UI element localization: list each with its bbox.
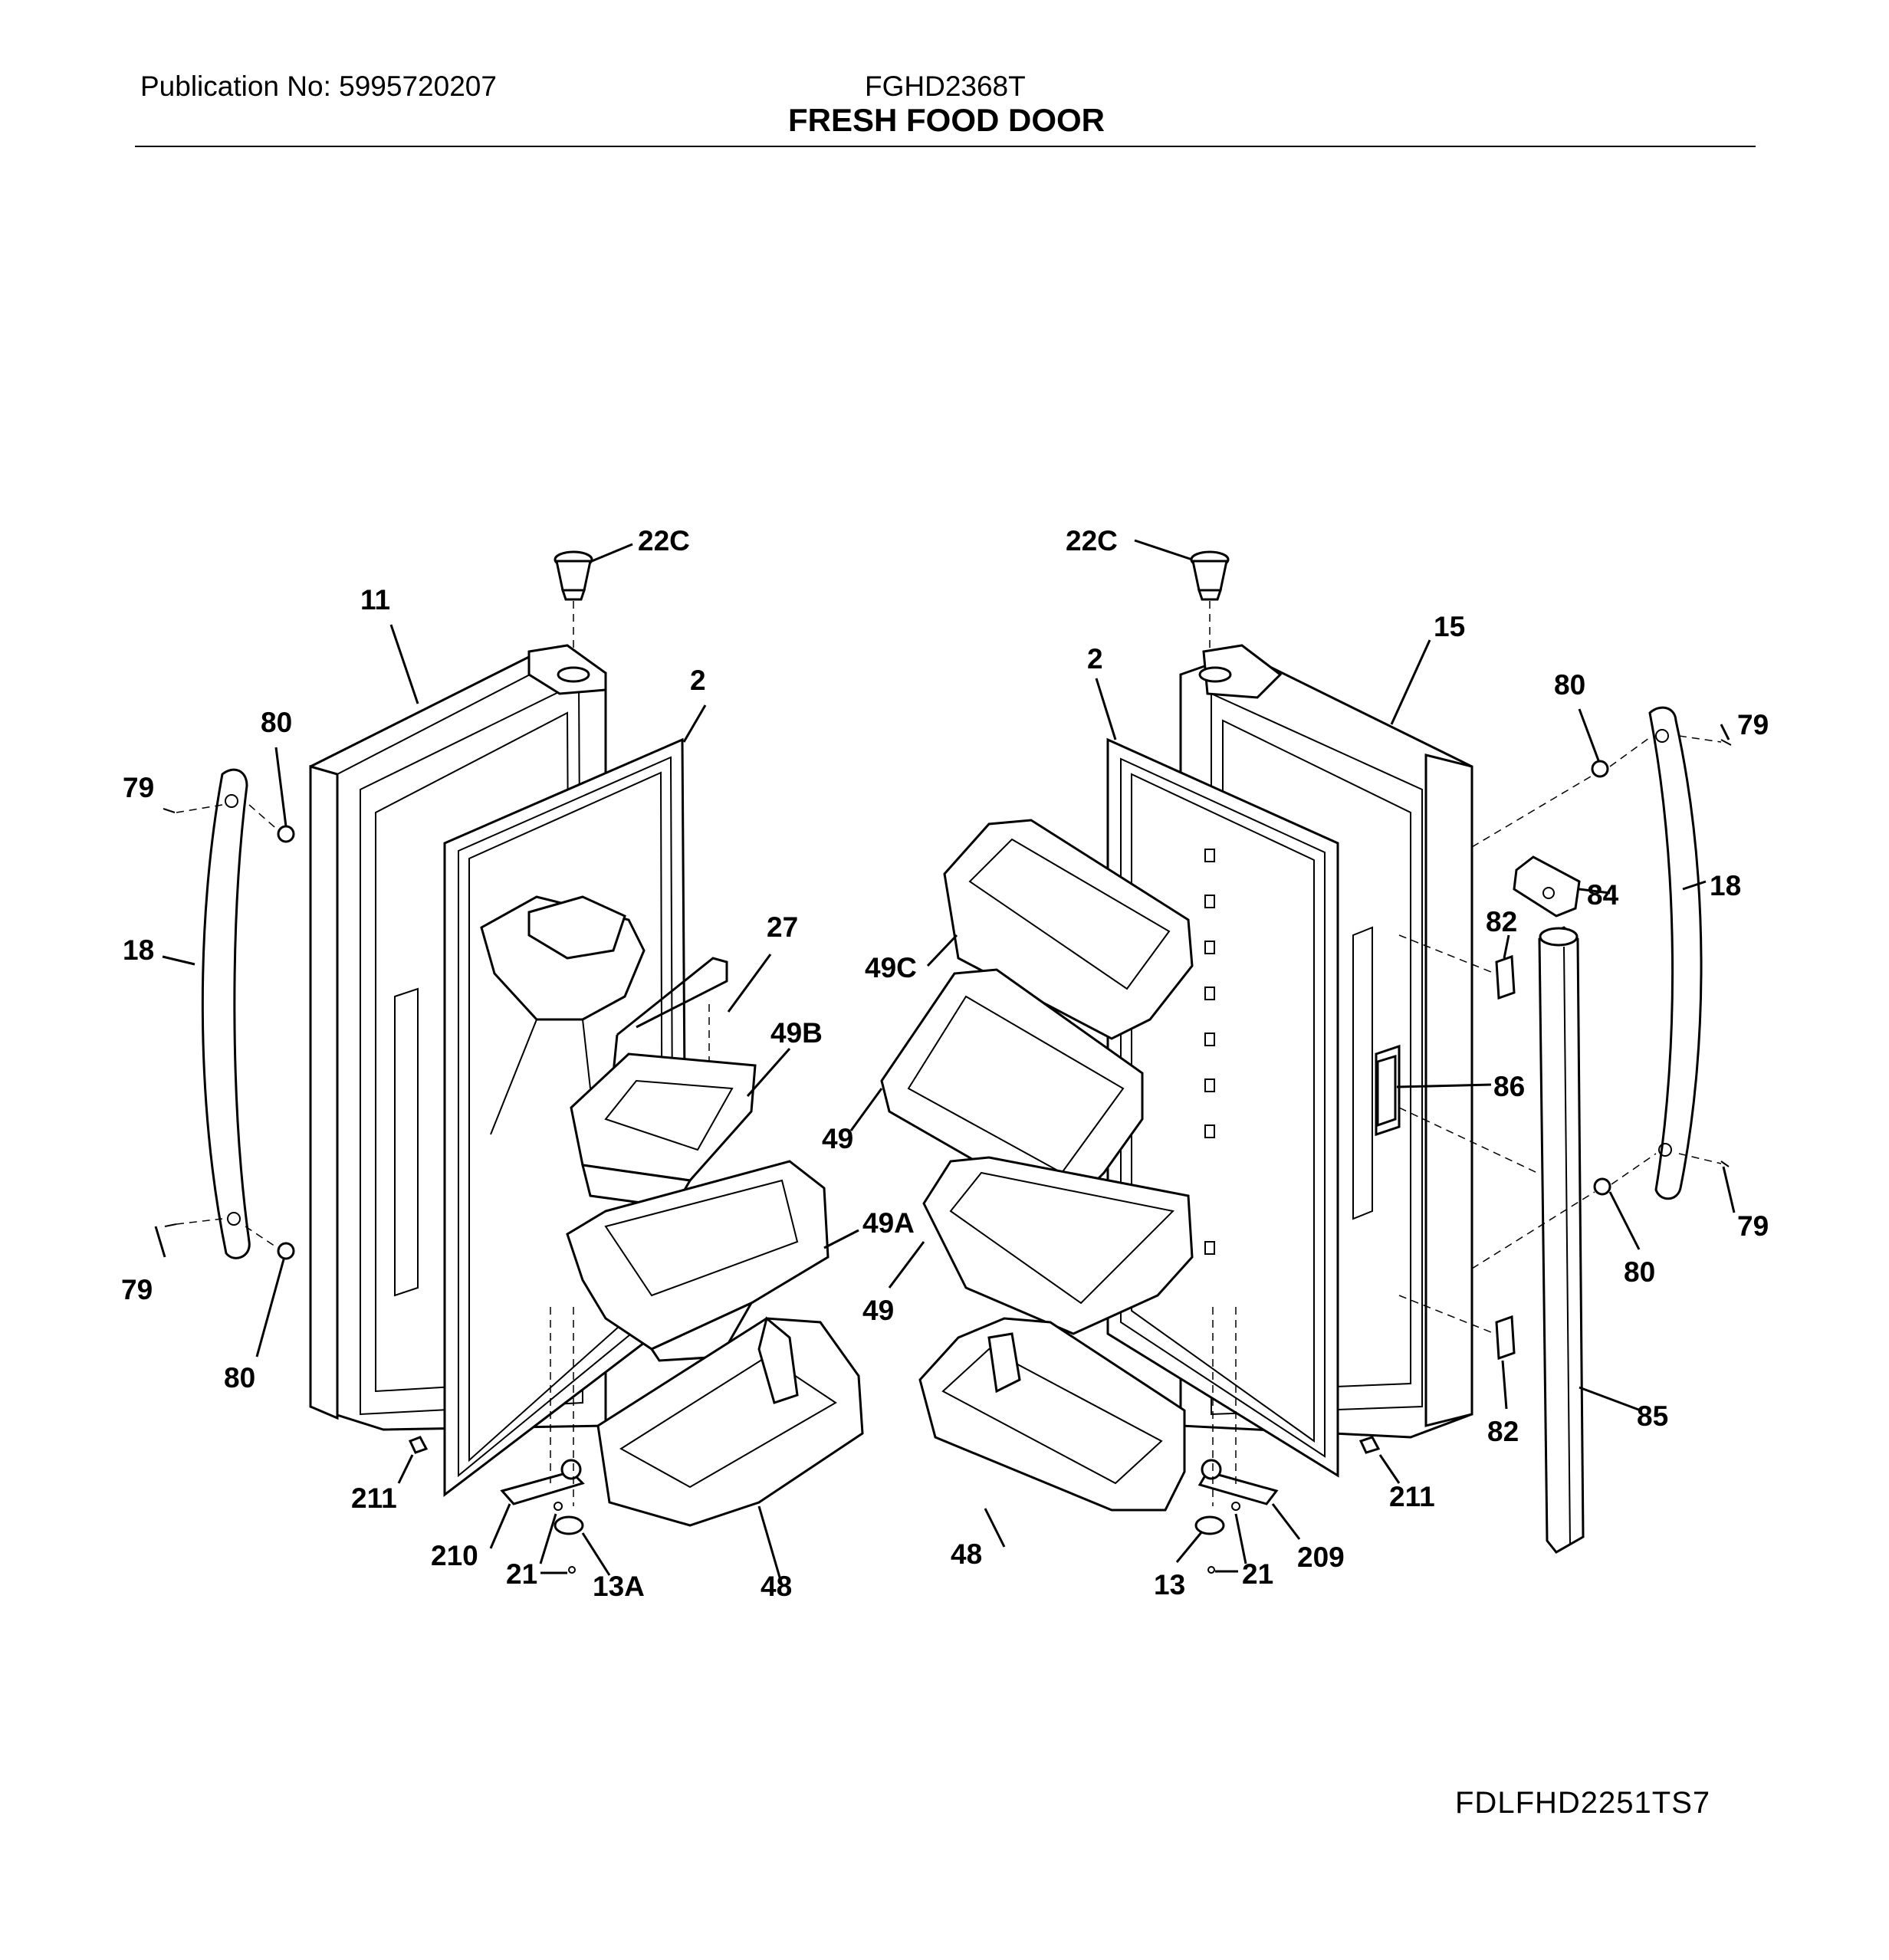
callout-49-lower: 49 (862, 1295, 894, 1326)
callout-21-left: 21 (506, 1558, 537, 1590)
part-85-trim-strip (1538, 926, 1585, 1554)
callout-82-bot: 82 (1487, 1416, 1519, 1447)
callout-22c-left: 22C (638, 525, 690, 556)
callout-79-right-bot: 79 (1737, 1210, 1769, 1242)
part-49-bin-upper (880, 968, 1144, 1205)
callout-18-left: 18 (123, 934, 154, 966)
callout-80-right-top: 80 (1554, 669, 1585, 701)
callout-49a: 49A (862, 1207, 915, 1239)
callout-27: 27 (767, 911, 798, 943)
callout-49-upper: 49 (822, 1123, 853, 1154)
callout-82-top: 82 (1486, 906, 1517, 937)
leader-lines-left (154, 543, 859, 1586)
part-48-bin-left (596, 1316, 864, 1527)
callout-13: 13 (1154, 1569, 1185, 1601)
diagram-code: FDLFHD2251TS7 (1455, 1786, 1711, 1820)
gasket-rivets (1204, 849, 1215, 1255)
callout-211-left: 211 (351, 1482, 397, 1514)
callout-48-right: 48 (951, 1538, 982, 1570)
callout-80-left-bot: 80 (224, 1362, 255, 1394)
callout-79-left-bot: 79 (121, 1274, 153, 1305)
callout-15: 15 (1434, 611, 1465, 642)
parts-hinge-left (408, 1307, 585, 1574)
leader-lines-right (849, 539, 1736, 1573)
parts-80-79-right (1398, 735, 1732, 1335)
publication-number: Publication No: 5995720207 (140, 71, 497, 102)
callout-21-right: 21 (1242, 1558, 1273, 1590)
part-84-bracket (1513, 855, 1581, 918)
part-49-bin-lower (922, 1156, 1194, 1335)
header-rule (135, 146, 1756, 147)
callout-84: 84 (1587, 879, 1619, 911)
callout-79-left-top: 79 (123, 772, 154, 803)
diagram-title: FRESH FOOD DOOR (788, 102, 1105, 138)
part-18-handle-right (1648, 706, 1703, 1200)
part-48-bin-right (918, 1317, 1186, 1512)
parts-hinge-right (1194, 1307, 1381, 1574)
part-18-handle-left (201, 768, 251, 1259)
callout-79-right-top: 79 (1737, 709, 1769, 740)
callout-80-right-bot: 80 (1624, 1256, 1655, 1288)
part-86-switch (1376, 1054, 1397, 1128)
callout-2-left: 2 (690, 665, 706, 696)
callout-49b: 49B (770, 1017, 823, 1049)
callout-18-right: 18 (1710, 870, 1741, 901)
right-door-assembly (849, 539, 1736, 1574)
parts-80-79-left (163, 804, 295, 1260)
part-22c-right (1190, 550, 1230, 652)
callout-11: 11 (360, 584, 390, 616)
callout-2-right: 2 (1087, 643, 1103, 675)
parts-82-clips (1495, 954, 1516, 1361)
callout-labels: 22C 11 2 80 79 18 27 49B 49A 79 80 211 2… (121, 525, 1769, 1602)
callout-13a: 13A (593, 1571, 645, 1602)
callout-211-right: 211 (1389, 1481, 1435, 1512)
part-22c-left (554, 550, 593, 652)
callout-48-left: 48 (761, 1571, 792, 1602)
callout-22c-right: 22C (1066, 525, 1118, 556)
callout-49c: 49C (865, 952, 917, 983)
part-dispenser-chute (480, 895, 646, 1135)
callout-85: 85 (1637, 1400, 1668, 1432)
callout-210: 210 (431, 1540, 478, 1571)
left-door-assembly (154, 543, 864, 1586)
callout-80-left-top: 80 (261, 707, 292, 738)
model-number: FGHD2368T (865, 71, 1026, 102)
callout-209: 209 (1297, 1541, 1345, 1573)
callout-86: 86 (1493, 1071, 1525, 1102)
